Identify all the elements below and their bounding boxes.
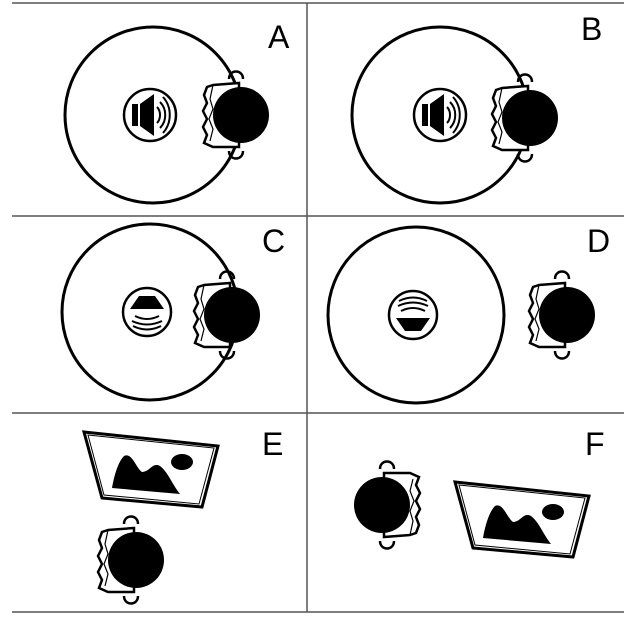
picture-icon <box>453 480 591 559</box>
panel-c: C <box>60 222 285 402</box>
speaker-icon <box>122 87 178 143</box>
panel-label: C <box>262 223 285 259</box>
panel-f: F <box>352 426 605 559</box>
panel-d: D <box>326 223 610 405</box>
head-icon <box>201 70 271 160</box>
panel-label: D <box>587 223 610 259</box>
panel-b: B <box>350 11 602 205</box>
panel-a: A <box>63 19 290 205</box>
loudspeaker-front-icon <box>121 286 173 338</box>
panel-label: E <box>262 426 283 462</box>
head-icon <box>527 270 597 360</box>
panel-e: E <box>82 426 283 605</box>
panel-label: B <box>581 11 602 47</box>
speaker-icon <box>412 87 468 143</box>
head-icon <box>352 460 422 550</box>
loudspeaker-back-icon <box>387 289 439 341</box>
head-icon <box>490 73 560 163</box>
panel-label: A <box>268 19 290 55</box>
head-icon <box>192 270 262 360</box>
head-icon <box>96 515 166 605</box>
range-circle <box>326 225 506 405</box>
picture-icon <box>82 430 220 509</box>
panel-label: F <box>585 426 605 462</box>
